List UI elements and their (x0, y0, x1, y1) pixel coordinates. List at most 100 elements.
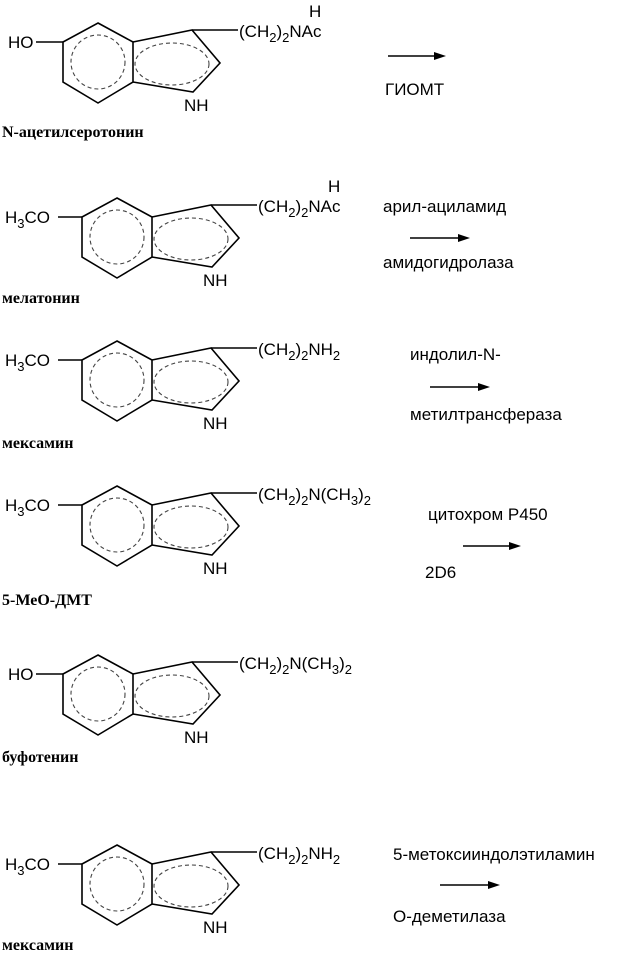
enzyme-label-top: 5-метоксииндолэтиламин (393, 845, 595, 864)
substituent-label: H3CO (5, 208, 50, 231)
subscript: 3 (332, 662, 339, 677)
subscript: 2 (301, 205, 308, 220)
subscript: 2 (282, 662, 289, 677)
formula-part: (CH (239, 22, 269, 41)
pyrrole-ring (132, 29, 222, 93)
pyrrole-ring (151, 204, 241, 268)
side-chain-label: (CH2)2N(CH3)2 (239, 654, 352, 677)
formula-part: (CH (258, 340, 288, 359)
subscript: 2 (288, 205, 295, 220)
aromatic-circle (89, 856, 145, 912)
enzyme-label-top: индолил-N- (410, 345, 501, 364)
formula-part: NH (308, 844, 333, 863)
reaction-arrow-group: индолил-N-метилтрансфераза (410, 345, 562, 424)
compound-name: мелатонин (2, 290, 80, 307)
nh-label: NH (184, 96, 209, 115)
subscript: 3 (351, 493, 358, 508)
compound-name: N-ацетилсеротонин (2, 124, 144, 141)
formula-part: ) (276, 654, 282, 673)
formula-part: N(CH (308, 485, 351, 504)
arrow-head-icon (478, 383, 490, 391)
formula-part: (CH (258, 844, 288, 863)
formula-part: ) (295, 197, 301, 216)
subscript: 2 (333, 348, 340, 363)
side-chain-label: (CH2)2N(CH3)2 (258, 485, 371, 508)
substituent-label: H3CO (5, 496, 50, 519)
formula-part: NH (308, 340, 333, 359)
enzyme-label-bottom: амидогидролаза (383, 253, 514, 272)
formula-part: ) (295, 844, 301, 863)
subscript: 3 (17, 359, 24, 374)
aromatic-ellipse (153, 864, 229, 908)
compound-name: 5-МеО-ДМТ (2, 592, 92, 609)
subscript: 2 (364, 493, 371, 508)
formula-part: ) (295, 340, 301, 359)
formula-part: HO (8, 665, 34, 684)
compound-name: мексамин (2, 435, 73, 452)
formula-part: HO (8, 33, 34, 52)
substituent-label: HO (8, 33, 34, 52)
formula-part: N(CH (289, 654, 332, 673)
reaction-arrow-group: цитохром Р450 2D6 (425, 505, 548, 582)
formula-part: CO (25, 496, 51, 515)
formula-part: H (5, 351, 17, 370)
formula-part: ) (276, 22, 282, 41)
side-chain-label: (CH2)2NH2 (258, 340, 340, 363)
amide-h-label: H (309, 2, 321, 21)
subscript: 2 (333, 852, 340, 867)
subscript: 2 (301, 852, 308, 867)
subscript: 2 (282, 30, 289, 45)
enzyme-label-bottom: О-деметилаза (393, 907, 506, 926)
subscript: 2 (288, 493, 295, 508)
subscript: 2 (301, 493, 308, 508)
compound-name: мексамин (2, 937, 73, 954)
formula-part: ) (339, 654, 345, 673)
nh-label: NH (203, 918, 228, 937)
aromatic-ellipse (134, 42, 210, 86)
formula-part: CO (25, 855, 51, 874)
formula-part: (CH (258, 485, 288, 504)
formula-part: (CH (239, 654, 269, 673)
formula-part: NAc (308, 197, 341, 216)
formula-part: (CH (258, 197, 288, 216)
substituent-label: HO (8, 665, 34, 684)
compound-name: буфотенин (2, 749, 78, 766)
formula-part: CO (25, 351, 51, 370)
side-chain-label: (CH2)2NAc (258, 197, 341, 220)
enzyme-label-top: цитохром Р450 (428, 505, 548, 524)
subscript: 3 (17, 504, 24, 519)
formula-part: ) (295, 485, 301, 504)
subscript: 3 (17, 863, 24, 878)
aromatic-ellipse (153, 360, 229, 404)
arrow-head-icon (458, 234, 470, 242)
aromatic-circle (89, 209, 145, 265)
amide-h-label: H (328, 177, 340, 196)
subscript: 2 (288, 852, 295, 867)
subscript: 2 (288, 348, 295, 363)
reaction-arrow-group: ГИОМТ (385, 52, 446, 99)
enzyme-label-bottom: метилтрансфераза (410, 405, 562, 424)
aromatic-circle (89, 497, 145, 553)
nh-label: NH (184, 728, 209, 747)
formula-part: H (5, 855, 17, 874)
arrow-head-icon (434, 52, 446, 60)
nh-label: NH (203, 559, 228, 578)
molecule: H3CO(CH2)2N(CH3)2NH (5, 485, 371, 578)
aromatic-ellipse (153, 505, 229, 549)
formula-part: H (5, 208, 17, 227)
enzyme-label-bottom: 2D6 (425, 563, 456, 582)
aromatic-ellipse (134, 674, 210, 718)
substituent-label: H3CO (5, 855, 50, 878)
subscript: 2 (345, 662, 352, 677)
aromatic-circle (70, 34, 126, 90)
arrow-head-icon (509, 542, 521, 550)
formula-part: NAc (289, 22, 322, 41)
substituent-label: H3CO (5, 351, 50, 374)
pyrrole-ring (151, 851, 241, 915)
nh-label: NH (203, 414, 228, 433)
aromatic-circle (70, 666, 126, 722)
